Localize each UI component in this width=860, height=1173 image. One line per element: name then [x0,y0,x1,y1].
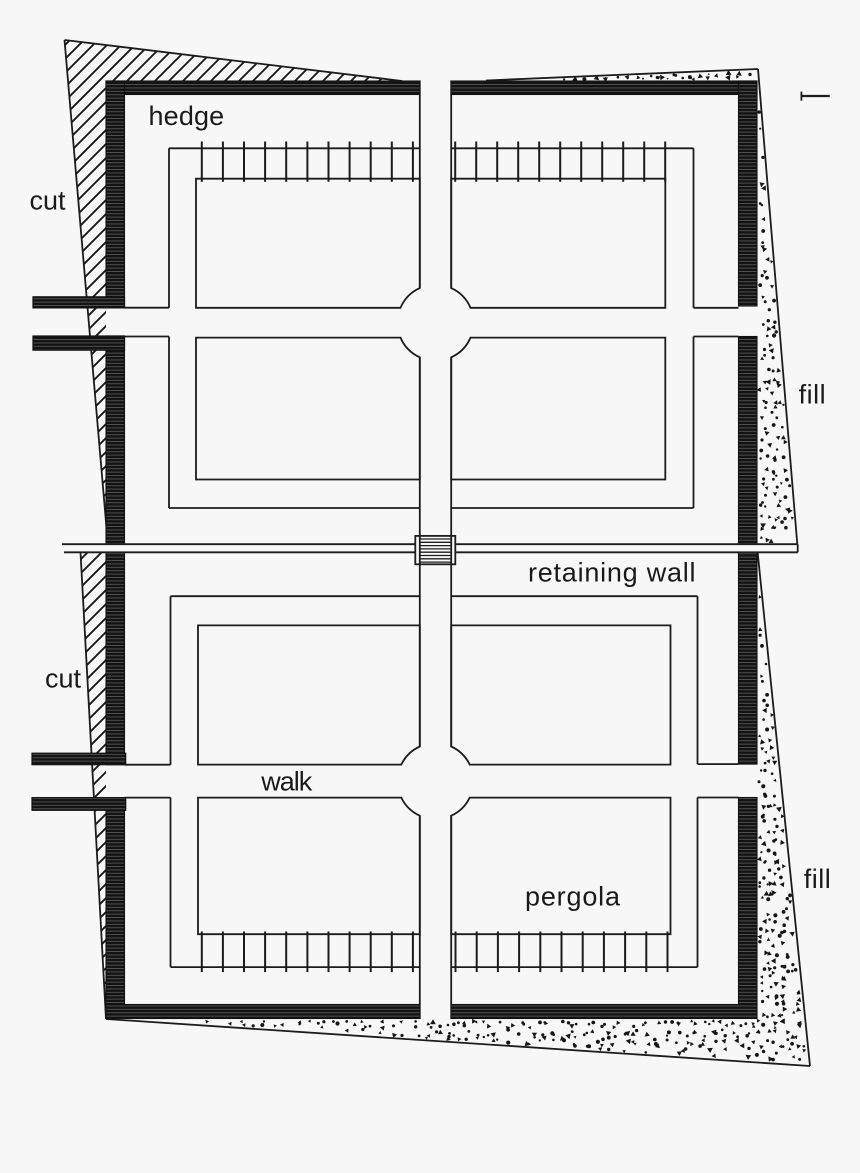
svg-text:cut: cut [30,186,66,216]
svg-text:fill: fill [799,379,826,409]
svg-text:hedge: hedge [149,101,225,131]
svg-text:fill: fill [804,864,831,894]
svg-text:retaining wall: retaining wall [528,558,696,588]
svg-text:walk: walk [260,767,313,797]
svg-text:pergola: pergola [525,882,621,912]
svg-text:cut: cut [45,664,81,694]
